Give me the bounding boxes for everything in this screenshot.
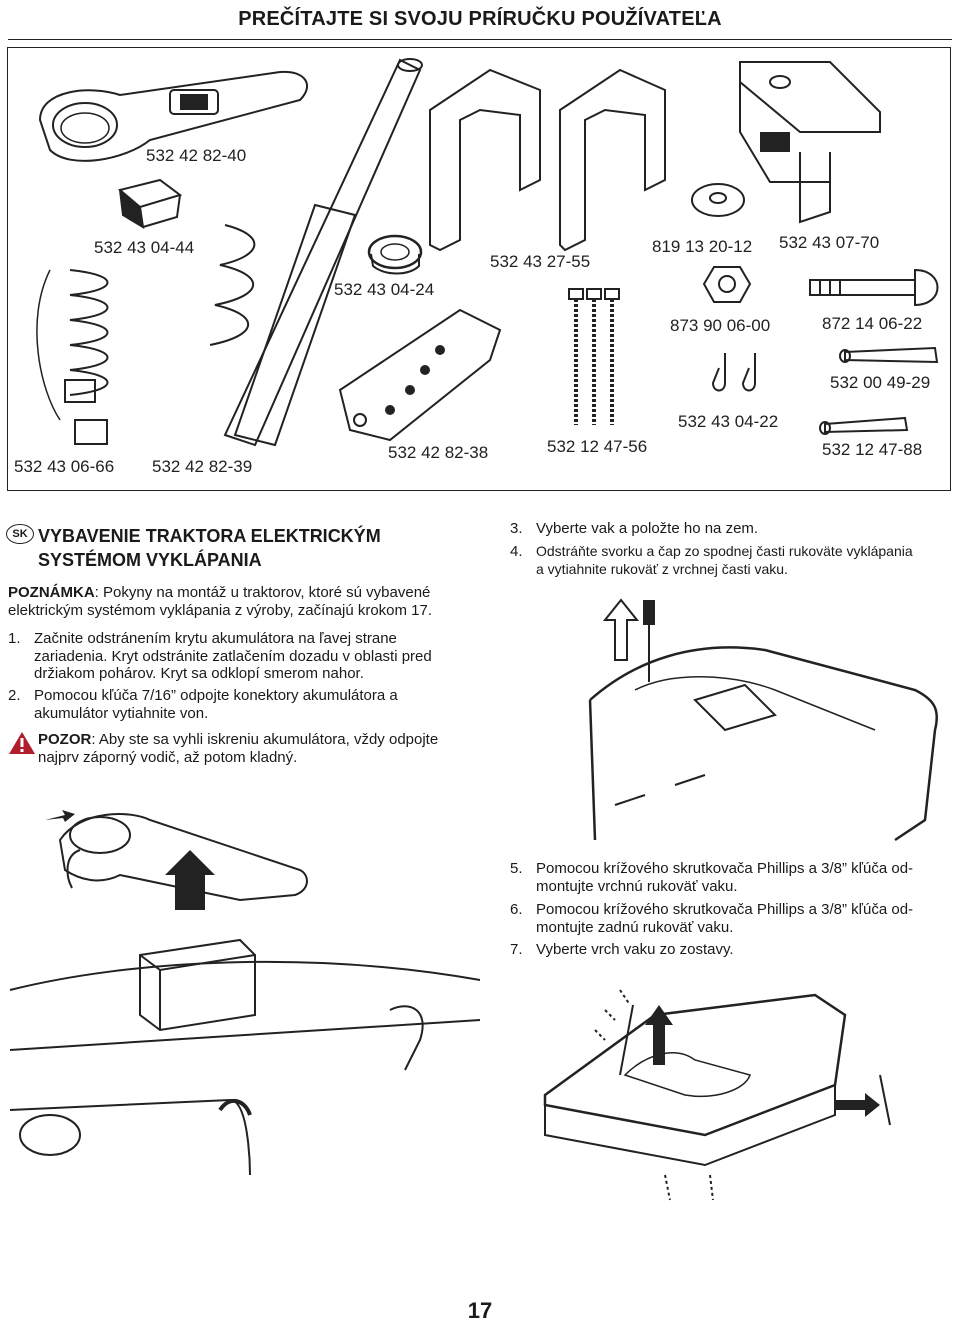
- step-number: 5.: [510, 860, 523, 877]
- clevis-pin-drawing: [805, 265, 945, 310]
- mounting-bracket-drawing: [330, 290, 510, 450]
- linear-actuator-drawing: [165, 55, 425, 455]
- step-number: 6.: [510, 901, 523, 918]
- step-text-line: Vyberte vak a položte ho na zem.: [536, 520, 759, 537]
- step-text-line: Pomocou krížového skrutkovača Phillips a…: [536, 901, 914, 918]
- u-brackets-drawing: [420, 60, 670, 255]
- page-header-title: PREČÍTAJTE SI SVOJU PRÍRUČKU POUŽÍVATEĽA: [238, 8, 722, 30]
- note-paragraph: POZNÁMKA: Pokyny na montáž u traktorov, …: [8, 584, 468, 619]
- caution-label: POZOR: [38, 731, 92, 748]
- warning-icon: [9, 732, 35, 754]
- part-number-label: 532 42 82-38: [388, 443, 489, 462]
- step-number: 2.: [8, 687, 21, 704]
- caution-paragraph: POZOR: Aby ste sa vyhli iskreniu akumulá…: [38, 731, 468, 766]
- step-item: 5. Pomocou krížového skrutkovača Phillip…: [510, 860, 955, 895]
- step-text-line: Pomocou kľúča 7/16” odpojte konektory ak…: [34, 687, 398, 704]
- part-number-label: 873 90 06-00: [670, 316, 771, 335]
- step-item: 2. Pomocou kľúča 7/16” odpojte konektory…: [8, 687, 460, 722]
- part-number-label: 532 43 27-55: [490, 252, 591, 271]
- step-item: 4. Odstráňte svorku a čap zo spodnej čas…: [510, 543, 955, 577]
- section-title-line: SYSTÉMOM VYKLÁPANIA: [38, 550, 262, 570]
- part-number-label: 532 12 47-88: [822, 440, 923, 459]
- battery-cover-removal-drawing: [10, 810, 480, 1175]
- step-text-line: Začnite odstránením krytu akumulátora na…: [34, 630, 397, 647]
- step-item: 3. Vyberte vak a položte ho na zem.: [510, 520, 955, 538]
- part-number-label: 532 43 04-24: [334, 280, 435, 299]
- note-text: elektrickým systémom vyklápania z výroby…: [8, 601, 433, 619]
- step-item: 1. Začnite odstránením krytu akumulátora…: [8, 630, 460, 682]
- part-number-label: 532 42 82-40: [146, 146, 247, 165]
- hair-pin-clips-drawing: [705, 348, 775, 398]
- step-text-line: Pomocou krížového skrutkovača Phillips a…: [536, 860, 914, 877]
- part-number-label: 532 43 04-44: [94, 238, 195, 257]
- step-item: 7. Vyberte vrch vaku zo zostavy.: [510, 941, 955, 959]
- cup-holder-bracket-drawing: [30, 60, 320, 180]
- part-number-label: 532 43 07-70: [779, 233, 880, 252]
- switch-drawing: [115, 175, 185, 230]
- step-number: 7.: [510, 941, 523, 958]
- part-number-label: 532 00 49-29: [830, 373, 931, 392]
- header-divider: [8, 39, 952, 40]
- step-text-line: montujte zadnú rukoväť vaku.: [536, 918, 734, 936]
- step-text-line: držiakom pohárov. Kryt sa odklopí smerom…: [34, 665, 364, 682]
- bag-top-removal-drawing: [535, 975, 955, 1205]
- step-number: 1.: [8, 630, 21, 647]
- small-pin-drawing: [815, 410, 915, 440]
- hinge-bracket-drawing: [700, 52, 885, 232]
- step-text-line: zariadenia. Kryt odstránite zatlačením d…: [34, 647, 432, 665]
- cable-ties-drawing: [565, 285, 625, 425]
- bag-handle-removal-drawing: [575, 590, 945, 855]
- page-number: 17: [467, 1298, 493, 1323]
- step-item: 6. Pomocou krížového skrutkovača Phillip…: [510, 901, 955, 936]
- part-number-label: 532 12 47-56: [547, 437, 648, 456]
- part-number-label: 532 43 04-22: [678, 412, 779, 431]
- caution-text: : Aby ste sa vyhli iskreniu akumulátora,…: [91, 731, 439, 748]
- step-text-line: Odstráňte svorku a čap zo spodnej časti …: [536, 543, 913, 559]
- section-title: VYBAVENIE TRAKTORA ELEKTRICKÝM SYSTÉMOM …: [38, 524, 458, 572]
- step-text-line: montujte vrchnú rukoväť vaku.: [536, 877, 738, 895]
- pin-drawing: [835, 340, 945, 370]
- section-title-line: VYBAVENIE TRAKTORA ELEKTRICKÝM: [38, 526, 381, 546]
- note-text: : Pokyny na montáž u traktorov, ktoré sú…: [94, 584, 431, 601]
- step-text-line: a vytiahnite rukoväť z vrchnej časti vak…: [536, 560, 788, 577]
- step-text-line: Vyberte vrch vaku zo zostavy.: [536, 941, 734, 958]
- washer-drawing: [688, 180, 748, 220]
- part-number-label: 819 13 20-12: [652, 237, 753, 256]
- step-text-line: akumulátor vytiahnite von.: [34, 704, 209, 722]
- step-number: 3.: [510, 520, 523, 537]
- language-badge: SK: [6, 524, 34, 544]
- nut-drawing: [702, 262, 752, 307]
- caution-text: najprv záporný vodič, až potom kladný.: [38, 748, 298, 766]
- part-number-label: 532 43 06-66: [14, 457, 115, 476]
- grommet-drawing: [365, 232, 425, 277]
- part-number-label: 872 14 06-22: [822, 314, 923, 333]
- parts-illustration-frame: [7, 47, 951, 491]
- coiled-harness-drawing: [30, 260, 140, 450]
- step-number: 4.: [510, 543, 523, 560]
- part-number-label: 532 42 82-39: [152, 457, 253, 476]
- note-label: POZNÁMKA: [8, 584, 95, 601]
